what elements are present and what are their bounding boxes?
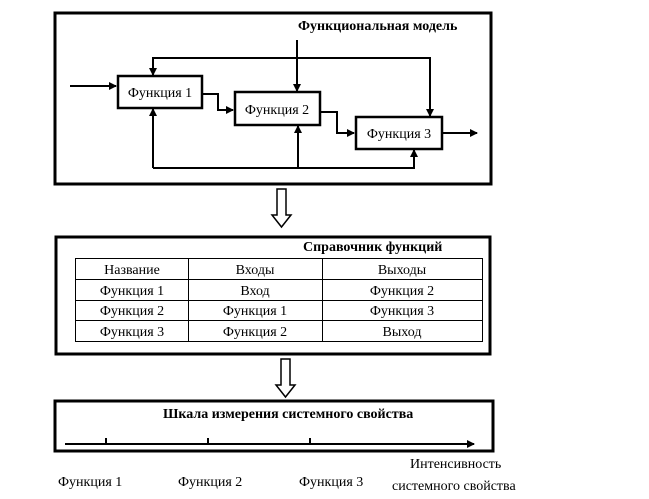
function-directory-panel: Справочник функций Название Входы Выходы… [54,235,492,356]
scale-label-function-2: Функция 2 [178,475,242,490]
table-header-inputs: Входы [236,263,275,278]
measurement-scale-panel: Шкала измерения системного свойства [53,399,495,453]
functional-model-panel: Функциональная модель Функция 1 Функция … [53,11,493,186]
measurement-scale-frame [53,399,495,453]
function-3-block: Функция 3 [354,115,444,151]
function-directory-title: Справочник функций [303,240,442,255]
table-cell: Функция 1 [100,284,164,299]
axis-label-line-1: Интенсивность [410,457,501,472]
function-1-label: Функция 1 [128,86,192,101]
down-arrow-icon [270,188,293,229]
table-cell: Функция 2 [223,325,287,340]
function-2-label: Функция 2 [245,103,309,118]
table-cell: Функция 3 [370,304,434,319]
table-cell: Выход [383,325,422,340]
function-1-box [116,74,204,110]
functional-model-title: Функциональная модель [298,19,458,34]
scale-label-function-1: Функция 1 [58,475,122,490]
function-2-box [233,90,322,127]
function-directory-frame [54,235,492,356]
bottom-feedback-to-function-3 [153,149,418,169]
axis-label-line-2: системного свойства [392,479,516,494]
table-cell: Функция 2 [370,284,434,299]
function-3-label: Функция 3 [367,127,431,142]
scale-label-function-3: Функция 3 [299,475,363,490]
connector-function-2-to-3 [320,111,355,137]
function-2-block: Функция 2 [233,90,322,127]
table-header-outputs: Выходы [378,263,427,278]
table-cell: Вход [240,284,269,299]
function-table: Название Входы Выходы Функция 1 Вход Фун… [75,258,483,342]
measurement-scale-title: Шкала измерения системного свойства [163,407,413,422]
table-cell: Функция 3 [100,325,164,340]
connector-function-1-to-2 [202,93,234,114]
table-header-name: Название [104,263,160,278]
table-cell: Функция 1 [223,304,287,319]
down-arrow-icon [274,358,297,399]
table-cell: Функция 2 [100,304,164,319]
function-1-block: Функция 1 [116,74,204,110]
function-3-box [354,115,444,151]
